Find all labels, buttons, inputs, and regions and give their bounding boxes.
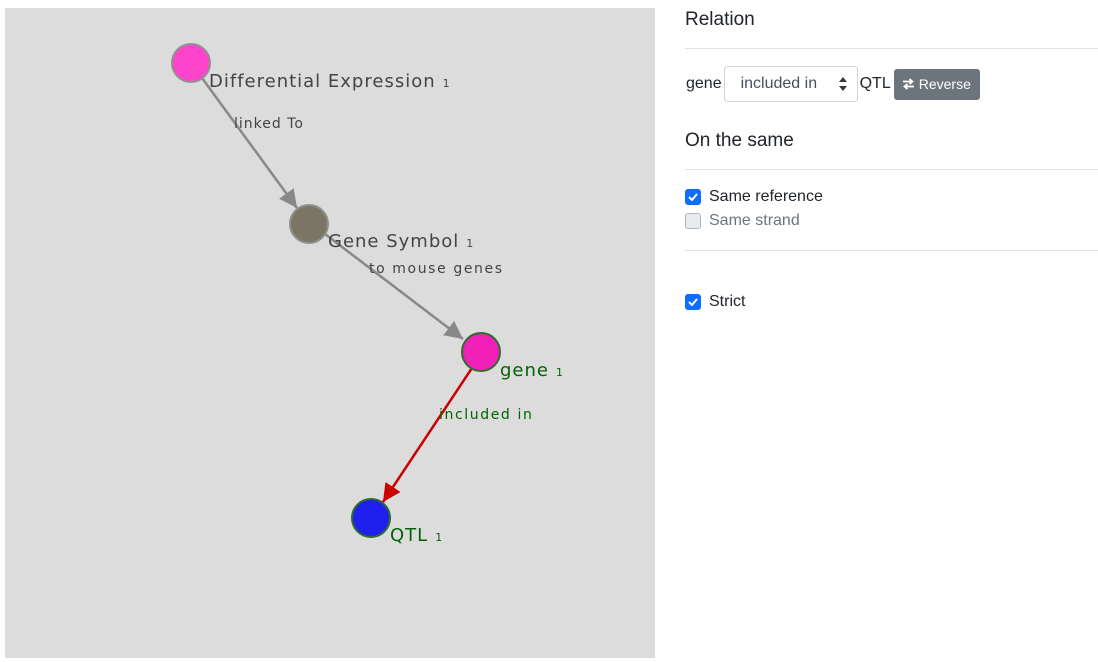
edge-gs-gene[interactable] xyxy=(324,233,464,340)
edge-label-gs-gene: to mouse genes xyxy=(369,261,504,277)
edge-label-de-gs: linked To xyxy=(234,116,304,132)
check-icon xyxy=(688,298,698,306)
relation-left-label: gene xyxy=(686,75,722,92)
divider xyxy=(685,169,1098,170)
node-differential-expression[interactable] xyxy=(171,43,211,83)
divider xyxy=(685,48,1098,49)
relation-panel: Relation gene included in QTL Reverse On… xyxy=(685,0,1098,662)
edge-gene-qtl[interactable] xyxy=(381,367,474,503)
edge-label-gene-qtl: included in xyxy=(439,407,533,423)
relation-row: gene included in QTL Reverse xyxy=(685,66,980,102)
reverse-button-label: Reverse xyxy=(918,76,971,92)
relation-title: Relation xyxy=(685,9,755,30)
relation-select[interactable]: included in xyxy=(723,66,858,102)
same-strand-checkbox[interactable] xyxy=(685,213,701,229)
check-icon xyxy=(688,193,698,201)
relation-right-label: QTL xyxy=(859,75,891,92)
node-gene-symbol[interactable] xyxy=(289,204,329,244)
edge-de-gs[interactable] xyxy=(200,77,299,209)
strict-label: Strict xyxy=(709,293,746,310)
same-strand-option[interactable]: Same strand xyxy=(685,212,800,230)
exchange-icon xyxy=(902,78,914,90)
select-caret-icon xyxy=(838,77,847,91)
on-same-title: On the same xyxy=(685,130,794,151)
node-qtl[interactable] xyxy=(351,498,391,538)
same-reference-label: Same reference xyxy=(709,188,823,205)
strict-option[interactable]: Strict xyxy=(685,293,745,311)
same-reference-option[interactable]: Same reference xyxy=(685,188,823,206)
same-reference-checkbox[interactable] xyxy=(685,189,701,205)
strict-checkbox[interactable] xyxy=(685,294,701,310)
same-strand-label: Same strand xyxy=(709,212,800,229)
node-gene[interactable] xyxy=(461,332,501,372)
graph-panel[interactable]: linked To to mouse genes included in Dif… xyxy=(5,8,655,658)
reverse-button[interactable]: Reverse xyxy=(893,68,980,100)
graph-canvas[interactable]: linked To to mouse genes included in Dif… xyxy=(5,8,655,658)
divider xyxy=(685,250,1098,251)
relation-select-value: included in xyxy=(740,75,818,92)
